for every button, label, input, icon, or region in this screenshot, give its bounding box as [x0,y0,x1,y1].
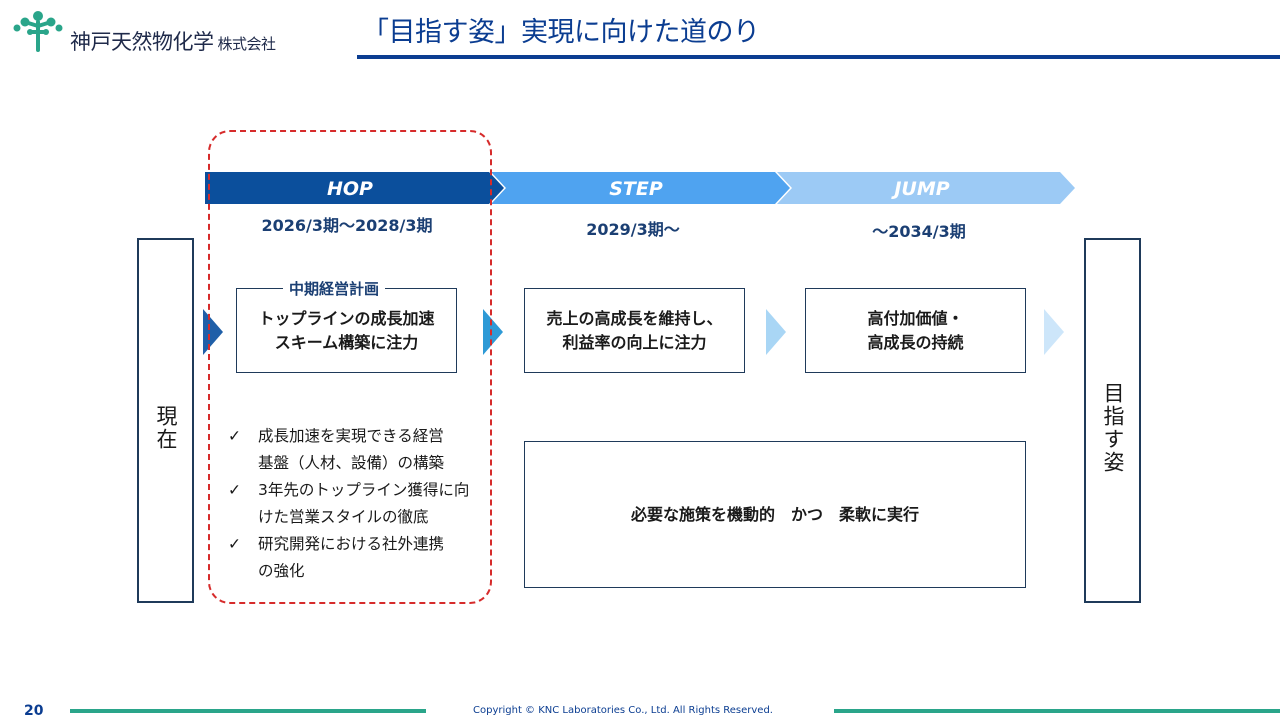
phase-arrow-step [491,172,790,204]
title-underline [357,55,1280,59]
hop-initiatives-list: ✓ 成長加速を実現できる経営基盤（人材、設備）の構築 ✓ 3年先のトップライン獲… [228,423,478,585]
list-item: ✓ 成長加速を実現できる経営基盤（人材、設備）の構築 [228,423,478,477]
chevron-right-icon [766,309,786,355]
check-icon: ✓ [228,481,241,499]
chevron-right-icon [483,309,503,355]
current-state-box: 現在 [137,238,194,603]
target-state-label: 目指す姿 [1101,382,1125,474]
jump-goal-box: 高付加価値・高成長の持続 [805,288,1026,373]
list-item: ✓ 研究開発における社外連携の強化 [228,531,478,585]
phase-date-jump: ～2034/3期 [872,222,966,241]
mid-term-plan-label: 中期経営計画 [283,278,386,299]
check-icon: ✓ [228,427,241,445]
phase-label-step: STEP [609,178,663,200]
phase-banner [205,172,1075,204]
footer-rule-right [834,709,1280,713]
check-icon: ✓ [228,535,241,553]
phase-label-jump: JUMP [894,178,950,200]
copyright-text: Copyright © KNC Laboratories Co., Ltd. A… [473,705,773,716]
step-goal-box: 売上の高成長を維持し、利益率の向上に注力 [524,288,745,373]
page-title: 「目指す姿」実現に向けた道のり [362,17,760,48]
target-state-box: 目指す姿 [1084,238,1141,603]
current-state-label: 現在 [154,405,178,451]
page-number: 20 [24,703,44,719]
phase-arrow-jump [777,172,1075,204]
company-logo-icon [13,11,63,52]
list-item: ✓ 3年先のトップライン獲得に向けた営業スタイルの徹底 [228,477,478,531]
phase-label-hop: HOP [327,178,373,200]
hop-goal-box: トップラインの成長加速スキーム構築に注力 [236,288,457,373]
flexible-execution-box: 必要な施策を機動的 かつ 柔軟に実行 [524,441,1026,588]
chevron-right-icon [1044,309,1064,355]
phase-arrow-hop [205,172,504,204]
phase-date-step: 2029/3期～ [586,220,680,239]
hop-highlight-frame [208,130,492,604]
company-suffix: 株式会社 [217,35,277,53]
company-name: 神戸天然物化学株式会社 [70,30,277,54]
phase-date-hop: 2026/3期～2028/3期 [261,216,433,235]
footer-rule-left [70,709,426,713]
